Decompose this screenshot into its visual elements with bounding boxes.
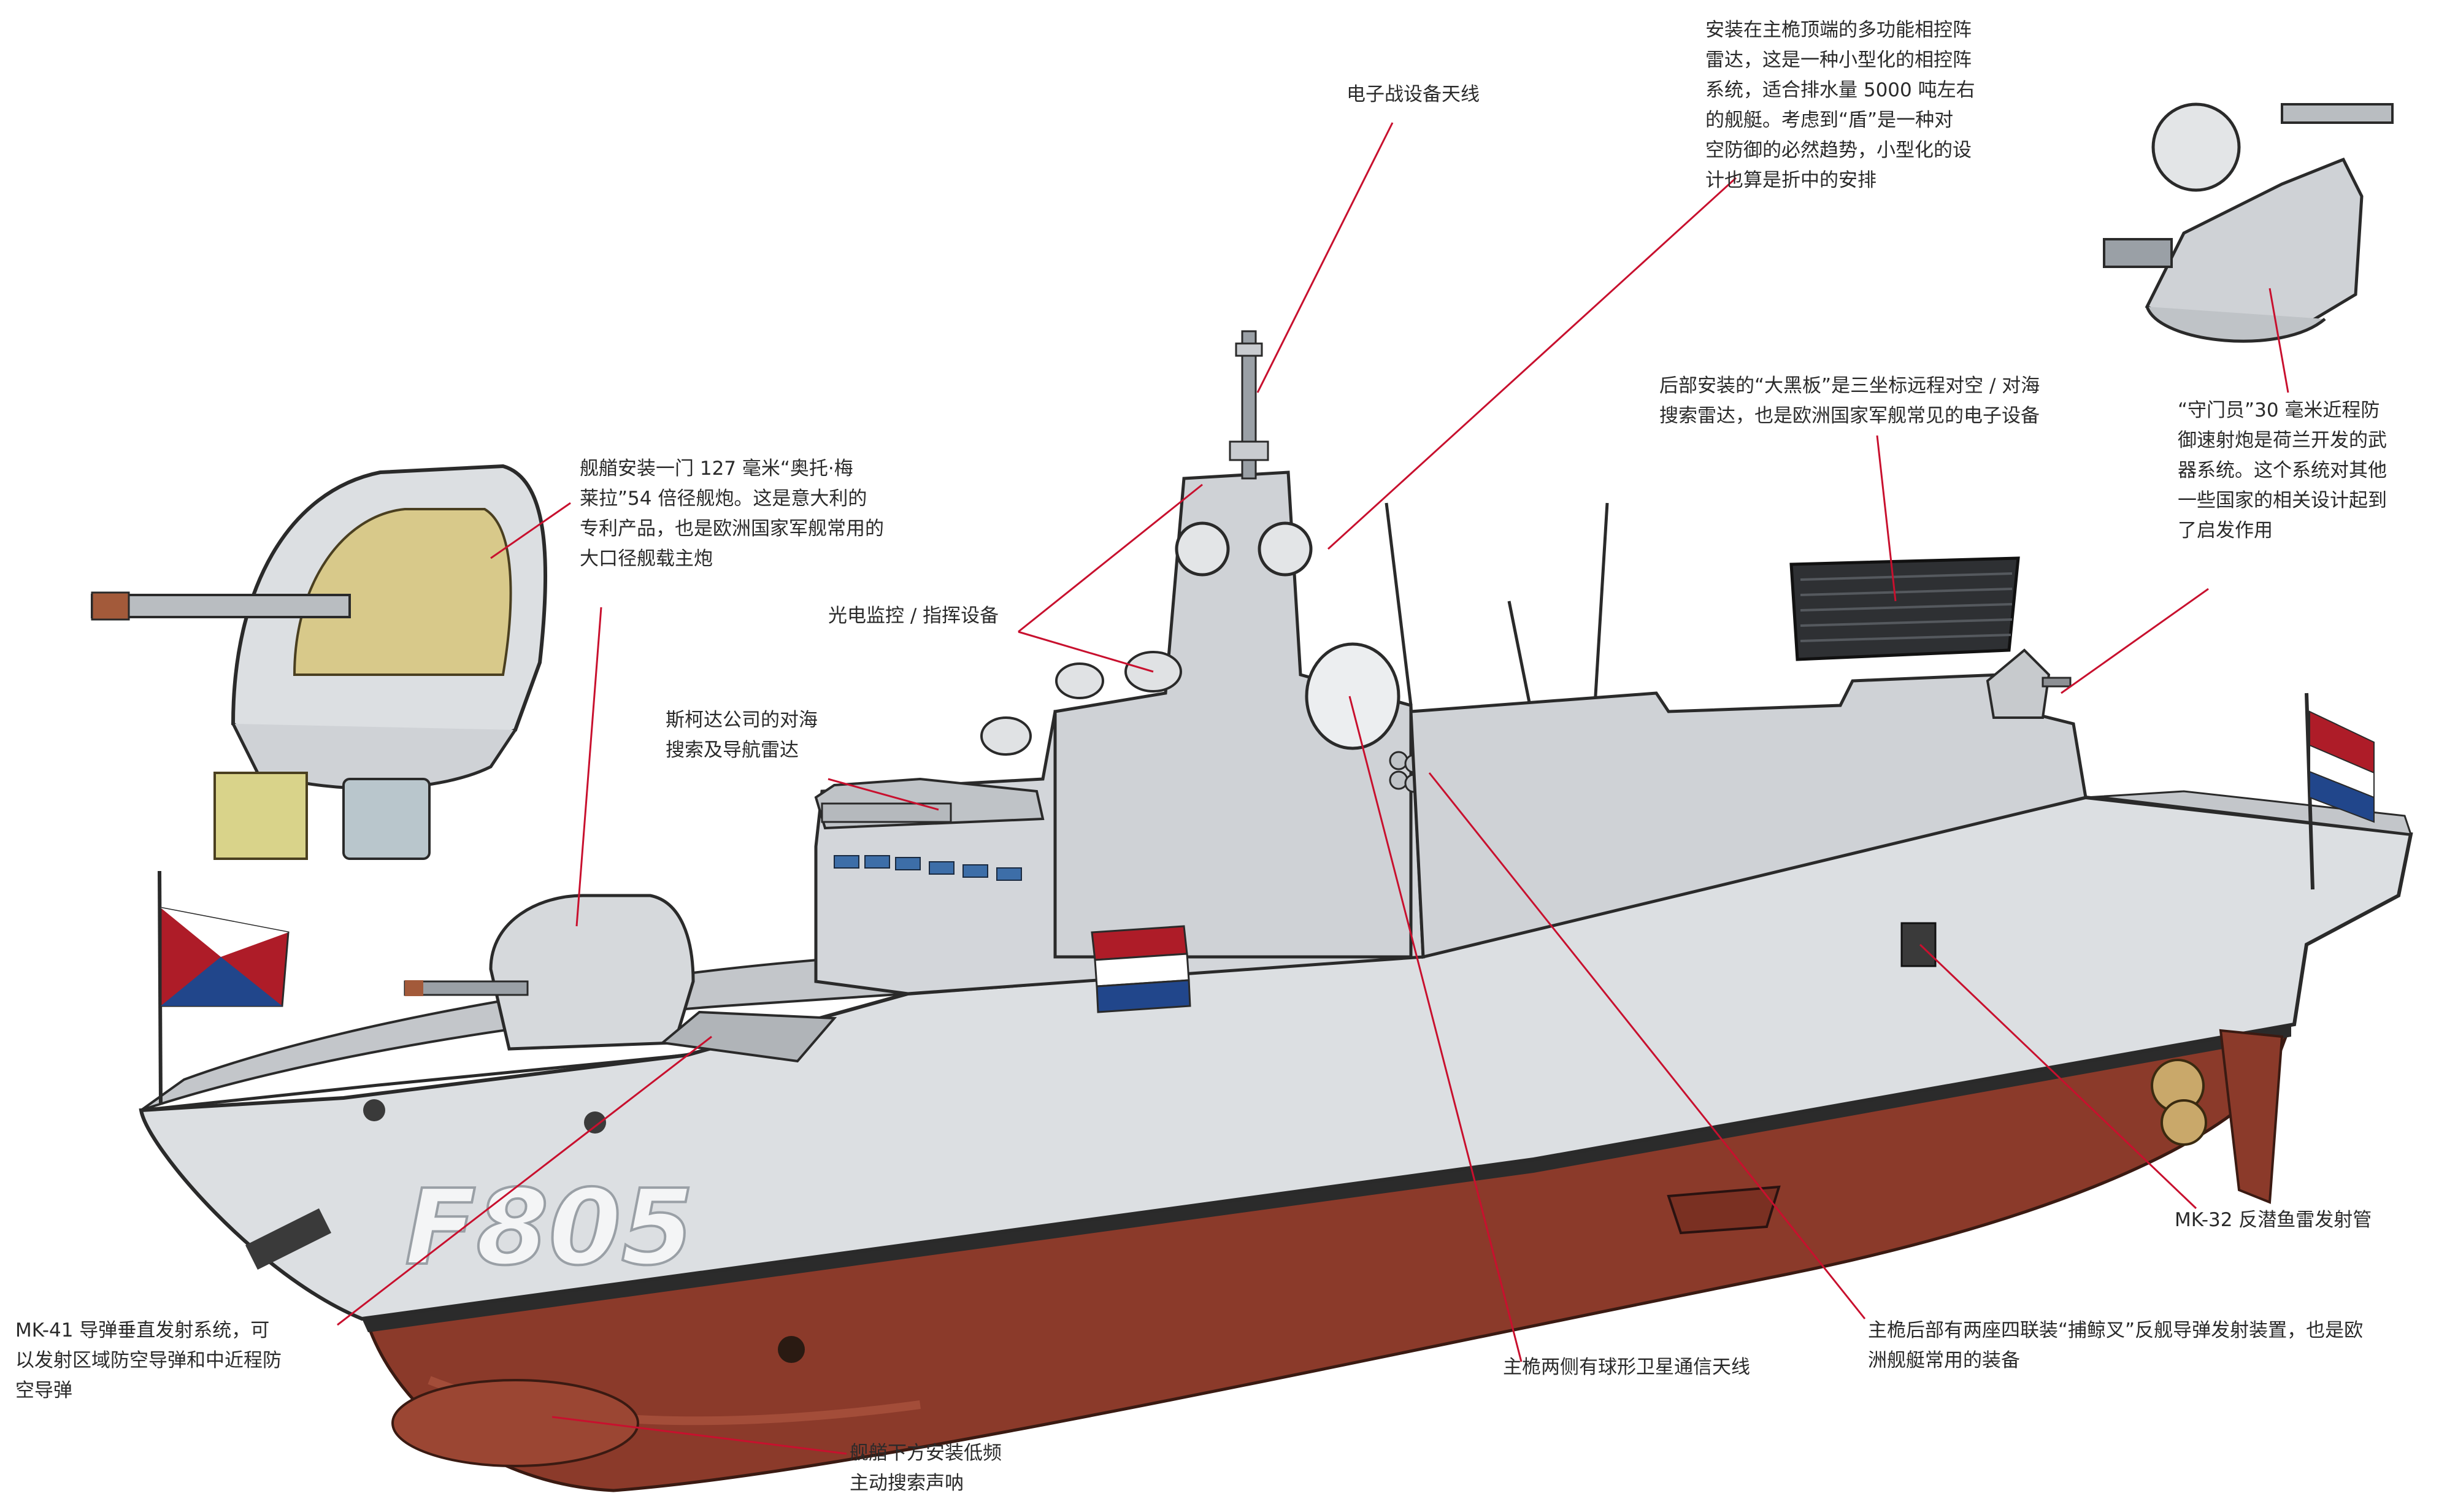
goalkeeper-ciws	[1986, 648, 2072, 719]
satcom-dome	[1305, 642, 1400, 750]
main-gun-inset	[91, 464, 548, 860]
superstructure	[814, 330, 2413, 1013]
main-gun-deck	[404, 894, 695, 1051]
label-scout-radar: 斯柯达公司的对海 搜索及导航雷达	[666, 709, 818, 761]
label-goalkeeper: “守门员”30 毫米近程防 御速射炮是荷兰开发的武 器系统。这个系统对其他 一些…	[2178, 399, 2387, 542]
leader-eo-2	[1018, 483, 1203, 633]
helideck	[2085, 790, 2413, 835]
leader-eo	[1018, 631, 1154, 673]
leader-apar	[1327, 177, 1737, 550]
leader-smart-l	[1876, 435, 1897, 602]
leader-harpoon	[1428, 772, 1866, 1319]
leader-sonar	[551, 1416, 847, 1455]
leader-lines	[337, 122, 2289, 1455]
label-mk32-torpedo: MK-32 反潜鱼雷发射管	[2175, 1209, 2372, 1231]
ensign-flag	[2305, 693, 2375, 890]
label-eo-director: 光电监控 / 指挥设备	[828, 605, 999, 627]
leader-mk41	[337, 1035, 712, 1326]
propeller-assembly	[2151, 1029, 2284, 1204]
leader-goalkeeper	[2061, 588, 2209, 694]
leader-mk32	[1919, 943, 2197, 1210]
hull-boot-top	[362, 1024, 2291, 1332]
leader-scout	[828, 778, 939, 811]
goalkeeper-inset	[2103, 102, 2394, 343]
label-satcom: 主桅两侧有球形卫星通信天线	[1503, 1356, 1750, 1378]
label-apar-radar: 安装在主桅顶端的多功能相控阵 雷达，这是一种小型化的相控阵 系统，适合排水量 5…	[1705, 19, 1975, 191]
leader-goalkeeper-inset	[2268, 288, 2289, 393]
label-bow-sonar: 舰艏下方安装低频 主动搜索声呐	[850, 1442, 1002, 1494]
scout-radar	[821, 802, 952, 823]
label-smart-l-radar: 后部安装的“大黑板”是三坐标远程对空 / 对海 搜索雷达，也是欧洲国家军舰常见的…	[1659, 375, 2040, 427]
hull-underwater-red	[366, 1028, 2291, 1492]
label-mk41-vls: MK-41 导弹垂直发射系统，可 以发射区域防空导弹和中近程防 空导弹	[15, 1319, 282, 1402]
bow-sonar-dome	[391, 1379, 639, 1467]
mk41-vls-deck	[659, 1010, 837, 1063]
hull-number: F805	[405, 1167, 694, 1289]
hull-dutch-flag	[1091, 925, 1191, 1013]
apar-face-1	[1175, 521, 1230, 577]
label-harpoon: 主桅后部有两座四联装“捕鲸叉”反舰导弹发射装置，也是欧 洲舰艇常用的装备	[1868, 1319, 2364, 1372]
leader-ew-antenna	[1256, 122, 1394, 393]
mk32-hatch	[1900, 922, 1937, 967]
apar-face-2	[1258, 521, 1313, 577]
leader-main-gun	[490, 502, 571, 559]
jack-flag	[158, 870, 290, 1105]
smart-l-radar	[1789, 556, 2020, 661]
leader-mk41-gun	[575, 607, 602, 927]
label-ew-antenna: 电子战设备天线	[1346, 83, 1480, 106]
label-main-gun: 舰艏安装一门 127 毫米“奥托·梅 莱拉”54 倍径舰炮。这是意大利的 专利产…	[580, 458, 884, 570]
bridge-windows	[834, 855, 1022, 881]
leader-satcom	[1348, 696, 1523, 1362]
